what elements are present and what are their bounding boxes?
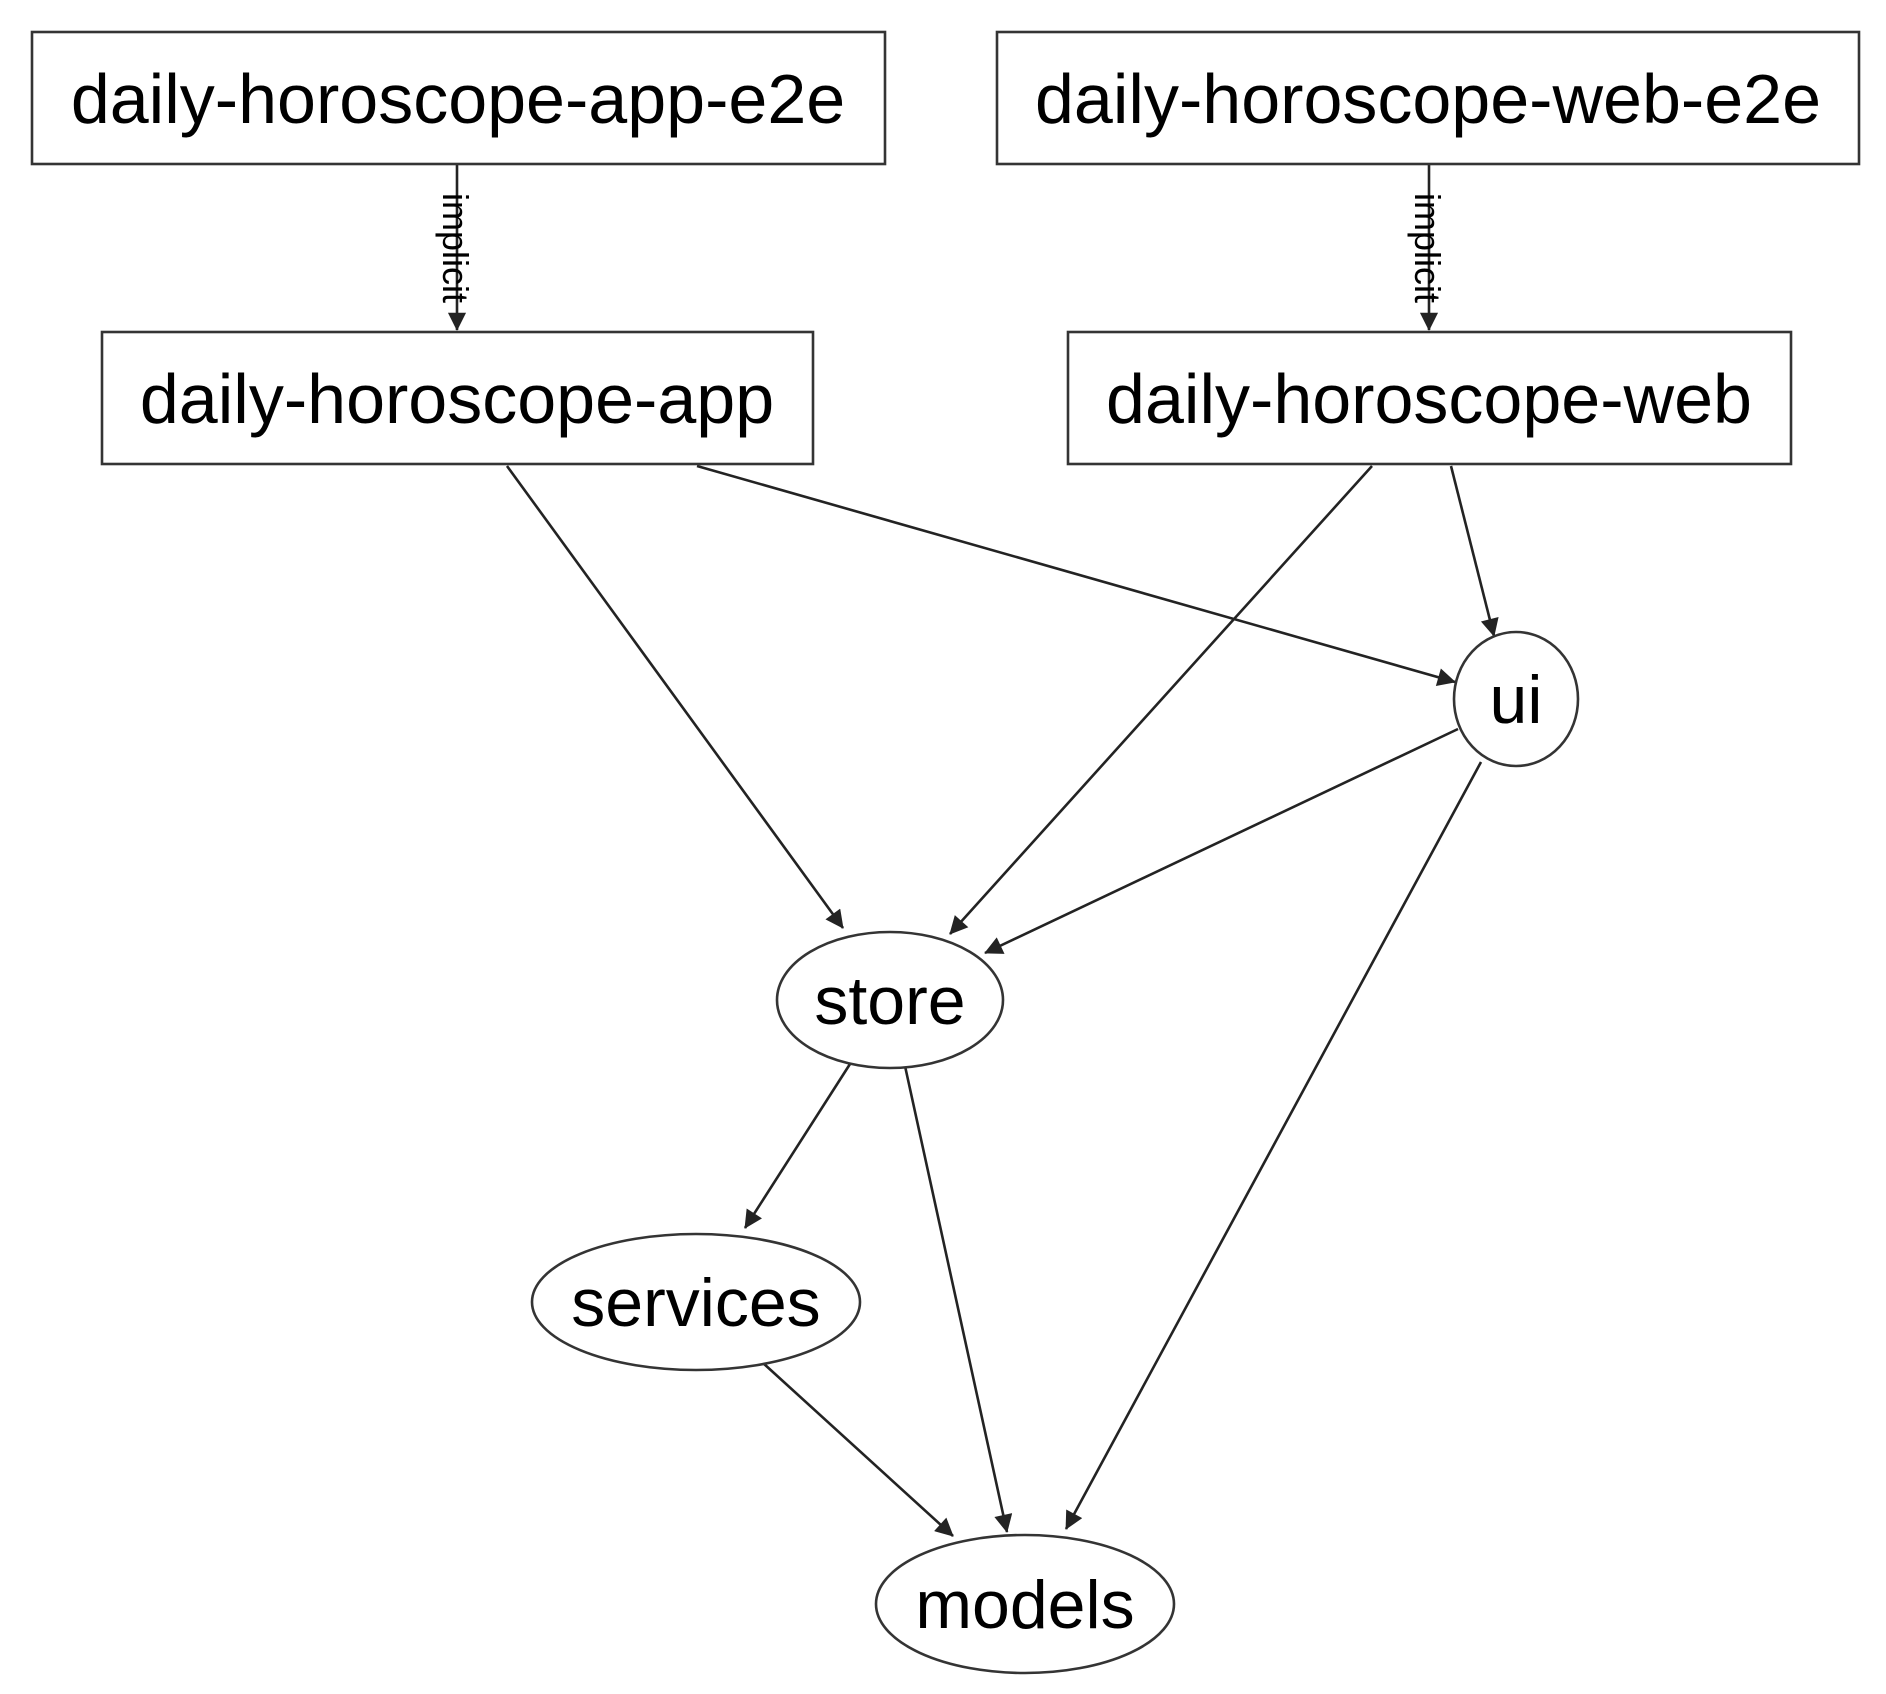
node-label: daily-horoscope-web [1106,360,1752,438]
edge-services-to-models [762,1362,954,1537]
edge-daily-horoscope-web-to-store [949,465,1373,935]
edge-ui-to-store [984,727,1459,955]
edge-daily-horoscope-app-to-store [505,465,845,929]
edge-label-implicit-app: implicit [435,193,476,303]
node-models[interactable]: models [874,1533,1176,1675]
edge-daily-horoscope-web-to-ui [1449,465,1499,637]
edge-store-to-models [903,1065,1013,1533]
node-label: models [915,1567,1134,1643]
node-daily-horoscope-app[interactable]: daily-horoscope-app [100,330,815,466]
node-store[interactable]: store [775,930,1005,1070]
node-layer: daily-horoscope-app-e2e daily-horoscope-… [30,30,1861,1675]
node-label: store [814,963,965,1039]
edge-label-implicit-web: implicit [1407,193,1448,303]
node-label: daily-horoscope-web-e2e [1035,60,1821,138]
node-daily-horoscope-web[interactable]: daily-horoscope-web [1066,330,1793,466]
edge-store-to-services [743,1063,852,1229]
edge-ui-to-models [1064,761,1483,1530]
node-daily-horoscope-app-e2e[interactable]: daily-horoscope-app-e2e [30,30,887,166]
node-label: ui [1490,662,1543,738]
edge-daily-horoscope-app-to-ui [696,464,1456,687]
node-box [995,30,1861,166]
edge-layer: implicit implicit [435,164,1499,1537]
node-box [1066,330,1793,466]
node-ellipse [1452,630,1580,768]
node-label: daily-horoscope-app [140,360,774,438]
node-ellipse [775,930,1005,1070]
node-ellipse [874,1533,1176,1675]
node-box [30,30,887,166]
node-ui[interactable]: ui [1452,630,1580,768]
node-label: services [571,1265,820,1341]
node-ellipse [530,1232,862,1372]
node-services[interactable]: services [530,1232,862,1372]
node-label: daily-horoscope-app-e2e [71,60,845,138]
node-daily-horoscope-web-e2e[interactable]: daily-horoscope-web-e2e [995,30,1861,166]
node-box [100,330,815,466]
